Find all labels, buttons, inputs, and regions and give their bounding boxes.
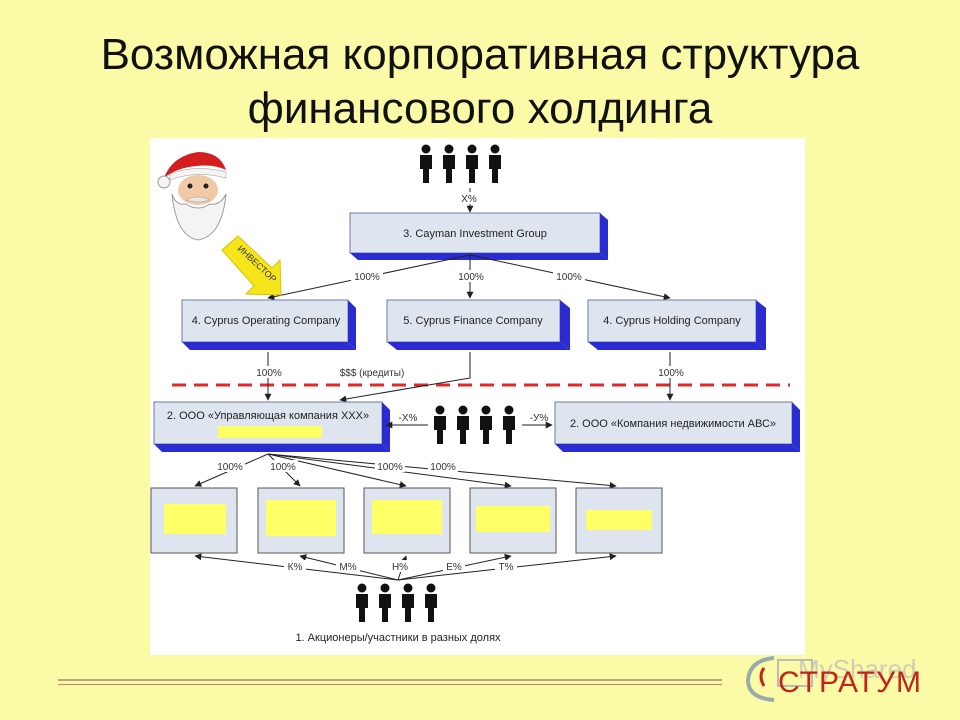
subsidiary-box-3	[363, 487, 451, 554]
pct-cayman-left: 100%	[354, 272, 380, 283]
brand-watermark: MyShared	[798, 654, 917, 684]
share-pct-m: М%	[339, 562, 356, 573]
share-pct-k: К%	[288, 562, 303, 573]
title-line-2: финансового холдинга	[247, 84, 713, 133]
credits-label: $$$ (кредиты)	[340, 368, 405, 379]
sub-pct-1: 100%	[217, 462, 243, 473]
cyprus-hold-label: 4. Cyprus Holding Company	[603, 315, 741, 327]
share-pct-n: Н%	[392, 562, 408, 573]
cyprus-finance-box: 5. Cyprus Finance Company	[386, 299, 570, 350]
pct-op-down: 100%	[256, 368, 282, 379]
brand-name: СТРАТУМ	[778, 666, 923, 699]
title-line-1: Возможная корпоративная структура	[100, 30, 860, 79]
share-pct-t: Т%	[499, 562, 514, 573]
subsidiary-box-4	[469, 487, 557, 554]
ooo-abc-label: 2. ООО «Компания недвижимости АВС»	[570, 418, 776, 430]
mid-y-percent: -У%	[530, 413, 549, 424]
mid-x-percent: -X%	[399, 413, 418, 424]
slide-title: Возможная корпоративная структура финанс…	[0, 28, 960, 136]
ooo-xxx-highlight	[218, 426, 322, 438]
org-diagram: X% 3. Cayman Investment Group 100% 100% …	[150, 144, 800, 644]
shareholders-group	[356, 583, 437, 622]
cyprus-holding-box: 4. Cyprus Holding Company	[587, 299, 766, 350]
footer-rule	[58, 679, 722, 681]
ooo-xxx-box: 2. ООО «Управляющая компания ХХХ»	[153, 401, 390, 452]
brand-swirl-icon	[745, 656, 813, 702]
pct-cayman-right: 100%	[556, 272, 582, 283]
owners-group-top	[420, 144, 501, 183]
brand-logo	[740, 650, 930, 706]
pct-hold-down: 100%	[658, 368, 684, 379]
footer-rule-accent	[58, 684, 722, 685]
sub-pct-4: 100%	[430, 462, 456, 473]
cayman-label: 3. Cayman Investment Group	[403, 228, 547, 240]
investor-arrow: ИНВЕСТОР	[221, 235, 282, 296]
cayman-box: 3. Cayman Investment Group	[349, 212, 608, 260]
diagram-panel: X% 3. Cayman Investment Group 100% 100% …	[150, 138, 805, 655]
cyprus-fin-label: 5. Cyprus Finance Company	[403, 315, 543, 327]
top-percent: X%	[461, 194, 477, 205]
cyprus-operating-box: 4. Cyprus Operating Company	[181, 299, 356, 350]
cyprus-op-label: 4. Cyprus Operating Company	[192, 315, 341, 327]
sub-pct-2: 100%	[270, 462, 296, 473]
subsidiary-box-1	[150, 487, 238, 554]
pct-cayman-mid: 100%	[458, 272, 484, 283]
shareholders-label: 1. Акционеры/участники в разных долях	[295, 632, 501, 644]
ooo-abc-box: 2. ООО «Компания недвижимости АВС»	[554, 401, 800, 452]
santa-investor-icon	[157, 152, 227, 241]
sub-pct-3: 100%	[377, 462, 403, 473]
subsidiary-box-5	[575, 487, 663, 554]
share-pct-e: Е%	[446, 562, 462, 573]
subsidiary-box-2	[257, 487, 345, 554]
ooo-xxx-label: 2. ООО «Управляющая компания ХХХ»	[167, 410, 369, 422]
owners-group-middle	[434, 405, 515, 444]
